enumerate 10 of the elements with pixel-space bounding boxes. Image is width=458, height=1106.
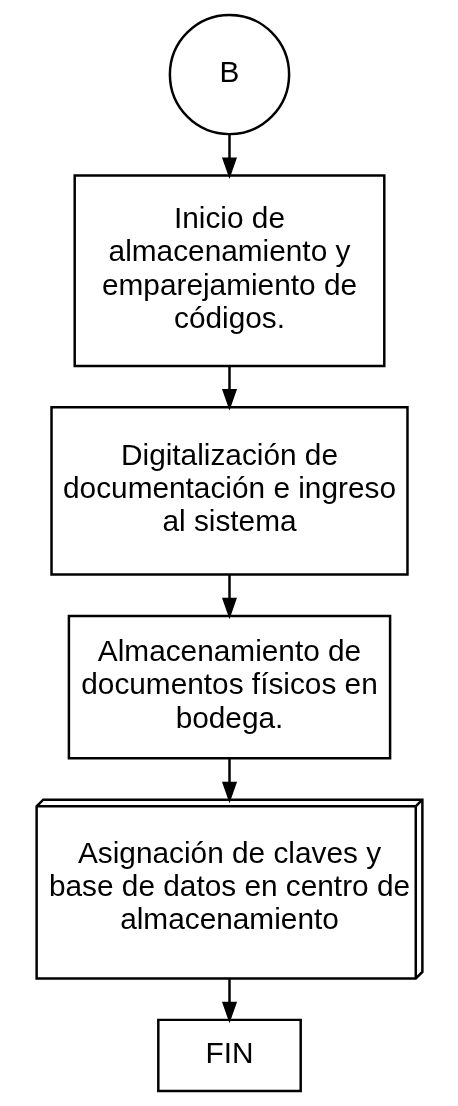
node-box: Almacenamiento de documentos físicos en bodega. (67, 614, 391, 760)
node-box: FIN (156, 1018, 302, 1093)
node-box: Inicio de almacenamiento y emparejamiento de códigos. (72, 174, 386, 368)
arrow (221, 574, 237, 620)
node-circle: B (168, 13, 290, 136)
arrow (221, 758, 237, 804)
arrow (221, 978, 237, 1024)
arrow (221, 366, 237, 411)
arrow (221, 134, 237, 179)
node-box: Digitalización de documentación e ingreso al sistema (49, 406, 409, 576)
